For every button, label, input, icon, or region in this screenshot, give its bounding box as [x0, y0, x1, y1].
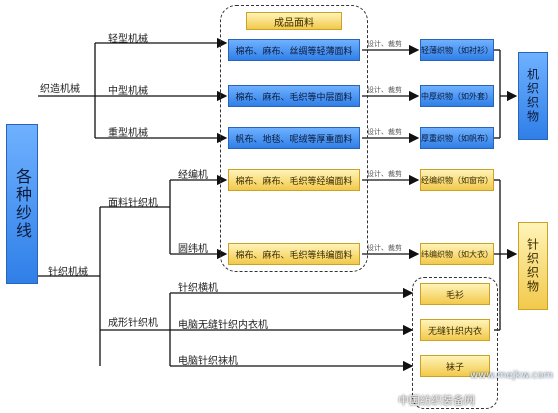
product-light: 轻薄织物（如衬衫）: [420, 39, 494, 61]
seamless-underwear-machine-label: 电脑无缝针织内衣机: [178, 320, 268, 331]
fabric-medium: 棉布、麻布、毛织等中层面料: [228, 85, 360, 107]
watermark-right: www.mejkw.com: [470, 370, 554, 381]
process-label-2: 设计、裁剪: [367, 86, 402, 94]
flat-knitting-machine-label: 针织横机: [178, 283, 218, 294]
fabric-light: 棉布、麻布、丝绸等轻薄面料: [228, 39, 360, 61]
circular-knitting-machine-label: 圆纬机: [178, 244, 208, 255]
finished-fabric-group: [220, 5, 368, 272]
fabric-weft-knit: 棉布、麻布、毛织等纬编面料: [228, 243, 360, 265]
warp-knitting-machine-label: 经编机: [178, 170, 208, 181]
fabric-heavy: 帆布、地毯、呢绒等厚重面料: [228, 127, 360, 149]
product-weft-knit: 纬编织物（如大衣）: [420, 243, 494, 265]
fabric-warp-knit: 棉布、麻布、毛织等经编面料: [228, 169, 360, 191]
process-label-4: 设计、裁剪: [367, 170, 402, 178]
process-label-3: 设计、裁剪: [367, 128, 402, 136]
process-label-1: 设计、裁剪: [367, 40, 402, 48]
woven-fabric-side-label: 机织织物: [518, 52, 548, 140]
formed-products-group: [412, 277, 498, 409]
heavy-machinery-label: 重型机械: [108, 128, 148, 139]
product-sweater: 毛衫: [420, 283, 490, 305]
product-medium: 中厚织物（如外套）: [420, 85, 494, 107]
weaving-machinery-label: 织造机械: [40, 84, 80, 95]
forming-knitting-machine-label: 成形针织机: [108, 318, 158, 329]
finished-fabric-title: 成品面料: [246, 12, 342, 30]
process-label-5: 设计、裁剪: [367, 244, 402, 252]
product-seamless-underwear: 无缝针织内衣: [420, 319, 490, 341]
product-heavy: 厚重织物（如帆布）: [420, 127, 494, 149]
watermark-left: 中国纺织装备网: [398, 394, 475, 407]
root-yarn-box: 各种纱线: [6, 124, 38, 284]
light-machinery-label: 轻型机械: [108, 34, 148, 45]
product-warp-knit: 经编织物（如窗帘）: [420, 169, 494, 191]
sock-knitting-machine-label: 电脑针织袜机: [178, 356, 238, 367]
fabric-knitting-machine-label: 面料针织机: [108, 198, 158, 209]
knitted-fabric-side-label: 针织织物: [518, 222, 548, 310]
medium-machinery-label: 中型机械: [108, 86, 148, 97]
knitting-machinery-label: 针织机械: [48, 267, 88, 278]
product-socks: 袜子: [420, 355, 490, 377]
